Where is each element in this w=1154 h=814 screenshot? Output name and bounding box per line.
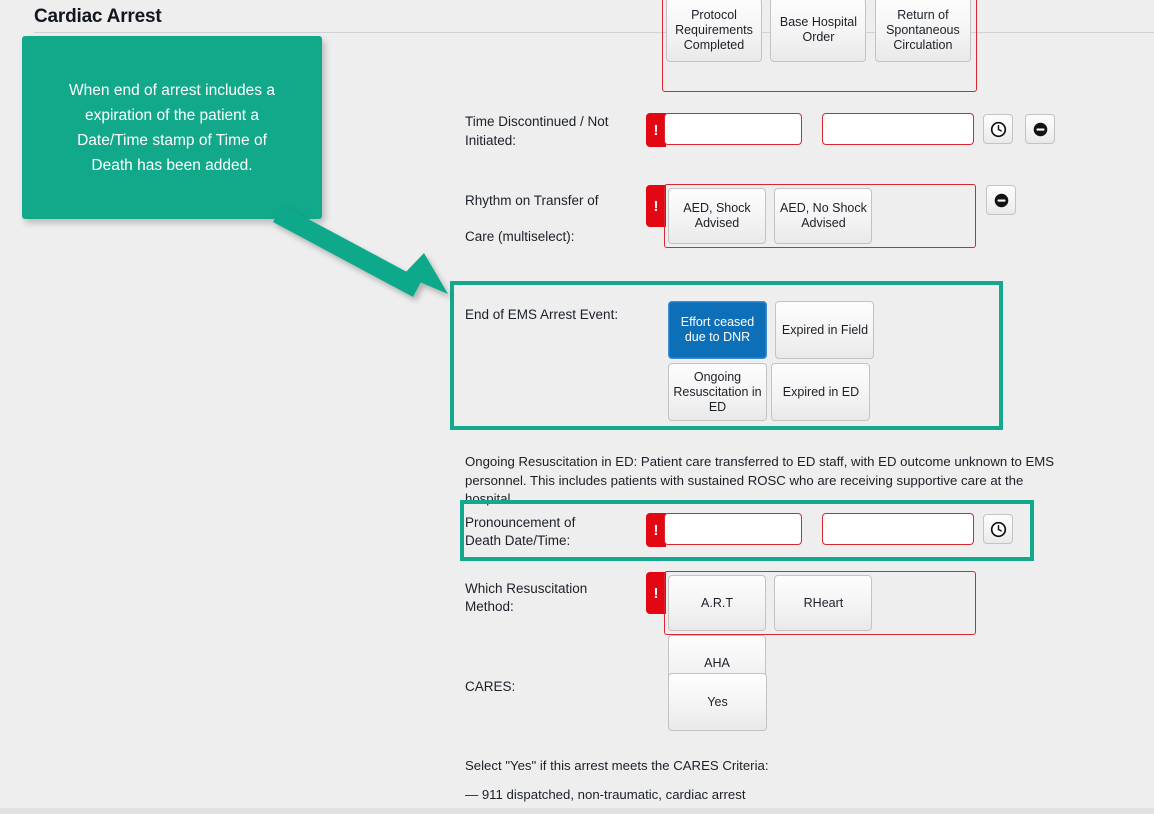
pronouncement-of-death-date-input[interactable] xyxy=(664,513,802,545)
option-return-of-spontaneous-circulation[interactable]: Return of Spontaneous Circulation xyxy=(874,0,971,62)
required-indicator-time-discontinued: ! xyxy=(646,113,666,147)
time-discontinued-date-input[interactable] xyxy=(664,113,802,145)
label-rhythm-on-transfer-line1: Rhythm on Transfer of xyxy=(465,193,599,208)
page-title: Cardiac Arrest xyxy=(34,6,162,27)
pronouncement-of-death-time-input[interactable] xyxy=(822,513,974,545)
option-protocol-requirements-completed[interactable]: Protocol Requirements Completed xyxy=(666,0,762,62)
option-rheart[interactable]: RHeart xyxy=(774,575,873,631)
option-expired-in-field[interactable]: Expired in Field xyxy=(775,301,875,359)
option-base-hospital-order[interactable]: Base Hospital Order xyxy=(770,0,867,62)
label-cares: CARES: xyxy=(465,679,516,694)
option-expired-in-ed[interactable]: Expired in ED xyxy=(771,363,871,421)
clock-icon xyxy=(990,121,1006,137)
pronouncement-of-death-clock-button[interactable] xyxy=(983,514,1013,544)
minus-circle-icon xyxy=(1033,122,1047,136)
label-resuscitation-method-line1: Which Resuscitation xyxy=(465,581,588,596)
end-of-ems-arrest-group[interactable]: Effort ceased due to DNR Expired in Fiel… xyxy=(664,297,984,421)
help-text-cares-line1: Select "Yes" if this arrest meets the CA… xyxy=(465,758,769,773)
option-cares-yes[interactable]: Yes xyxy=(668,673,767,731)
annotation-callout-text: When end of arrest includes a expiration… xyxy=(69,81,275,174)
label-end-of-ems-arrest-event: End of EMS Arrest Event: xyxy=(465,307,619,322)
help-text-cares-line2: — 911 dispatched, non-traumatic, cardiac… xyxy=(465,787,746,802)
label-resuscitation-method-line2: Method: xyxy=(465,599,514,614)
time-discontinued-clock-button[interactable] xyxy=(983,114,1013,144)
cares-group[interactable]: Yes xyxy=(664,669,776,735)
option-art[interactable]: A.R.T xyxy=(668,575,766,631)
time-discontinued-remove-button[interactable] xyxy=(1025,114,1055,144)
option-effort-ceased-due-to-dnr[interactable]: Effort ceased due to DNR xyxy=(668,301,767,359)
header-divider xyxy=(34,32,1154,33)
option-aed-shock-advised[interactable]: AED, Shock Advised xyxy=(668,188,766,244)
top-option-group[interactable]: Protocol Requirements Completed Base Hos… xyxy=(662,0,977,92)
annotation-callout: When end of arrest includes a expiration… xyxy=(22,36,322,219)
resuscitation-method-group[interactable]: A.R.T RHeart AHA xyxy=(664,571,976,691)
required-indicator-rhythm-on-transfer: ! xyxy=(646,185,666,227)
option-aed-no-shock-advised[interactable]: AED, No Shock Advised xyxy=(774,188,873,244)
option-ongoing-resuscitation-in-ed[interactable]: Ongoing Resuscitation in ED xyxy=(668,363,767,421)
minus-circle-icon xyxy=(994,193,1008,207)
time-discontinued-time-input[interactable] xyxy=(822,113,974,145)
rhythm-on-transfer-remove-button[interactable] xyxy=(986,185,1016,215)
help-text-ongoing-resuscitation: Ongoing Resuscitation in ED: Patient car… xyxy=(465,454,1055,506)
label-rhythm-on-transfer-line2: Care (multiselect): xyxy=(465,229,575,244)
label-pronouncement-of-death-line1: Pronouncement of xyxy=(465,515,576,530)
clock-icon xyxy=(990,521,1006,537)
rhythm-on-transfer-group[interactable]: AED, Shock Advised AED, No Shock Advised xyxy=(664,184,976,248)
required-indicator-resuscitation-method: ! xyxy=(646,572,666,614)
label-pronouncement-of-death-line2: Death Date/Time: xyxy=(465,533,571,548)
bottom-strip xyxy=(0,808,1154,814)
label-time-discontinued: Time Discontinued / Not Initiated: xyxy=(465,114,609,148)
required-indicator-pronouncement-of-death: ! xyxy=(646,513,666,547)
